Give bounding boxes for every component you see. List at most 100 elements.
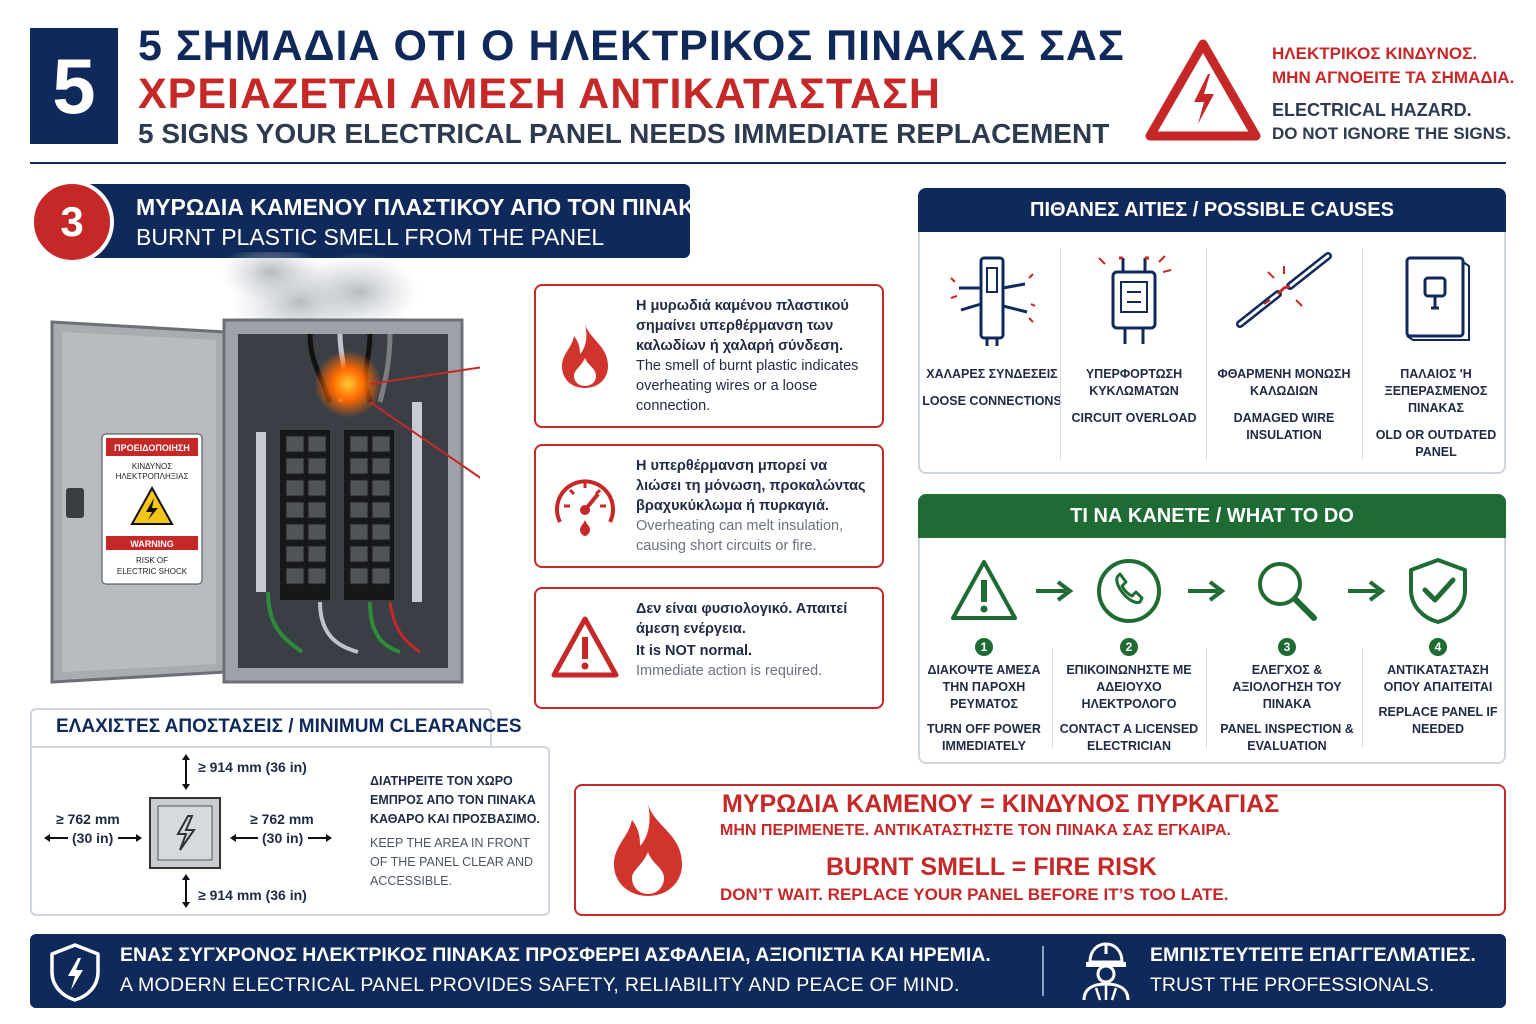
clearances-box bbox=[30, 746, 550, 916]
step4-greek: ΑΝΤΙΚΑΤΑΣΤΑΣΗ ΟΠΟΥ ΑΠΑΙΤΕΙΤΑΙ bbox=[1383, 663, 1493, 694]
hazard-greek-line1: ΗΛΕΚΤΡΙΚΟΣ ΚΙΝΔΥΝΟΣ. bbox=[1272, 44, 1478, 63]
cause3-english: DAMAGED WIRE INSULATION bbox=[1233, 411, 1335, 442]
fire-risk-english-headline: BURNT SMELL = FIRE RISK bbox=[826, 853, 1157, 881]
info2-greek: Η υπερθέρμανση μπορεί να λιώσει τη μόνωσ… bbox=[636, 458, 866, 514]
cause-item-circuit-overload: ΥΠΕΡΦΟΡΤΩΣΗ ΚΥΚΛΩΜΑΤΩΝ CIRCUIT OVERLOAD bbox=[1064, 248, 1204, 427]
cause2-english: CIRCUIT OVERLOAD bbox=[1071, 411, 1197, 425]
cause-item-loose-connections: ΧΑΛΑΡΕΣ ΣΥΝΔΕΣΕΙΣ LOOSE CONNECTIONS bbox=[922, 248, 1062, 410]
info-box-smell: Η μυρωδιά καμένου πλαστικού σημαίνει υπε… bbox=[534, 284, 884, 428]
step1-english: TURN OFF POWER IMMEDIATELY bbox=[927, 722, 1041, 753]
warning-sign-on-door: ΠΡΟΕΙΔΟΠΟΙΗΣΗ ΚΙΝΔΥΝΟΣ ΗΛΕΚΤΡΟΠΛΗΞΙΑΣ WA… bbox=[101, 433, 203, 585]
step-turn-off-power: 1 ΔΙΑΚΟΨΤΕ ΑΜΕΣΑ ΤΗΝ ΠΑΡΟΧΗ ΡΕΥΜΑΤΟΣ TUR… bbox=[914, 556, 1054, 755]
sign-english-line1: RISK OF bbox=[136, 556, 168, 565]
clearance-bottom-label: ≥ 914 mm (36 in) bbox=[198, 887, 307, 903]
clearances-greek-note: ΔΙΑΤΗΡΕΙΤΕ ΤΟΝ ΧΩΡΟ ΕΜΠΡΟΣ ΑΠΟ ΤΟΝ ΠΙΝΑΚ… bbox=[370, 774, 540, 826]
section-number-circle: 3 bbox=[30, 180, 114, 264]
header-divider bbox=[30, 162, 1506, 164]
section-title-english: BURNT PLASTIC SMELL FROM THE PANEL bbox=[136, 224, 605, 250]
clearances-diagram: ≥ 914 mm (36 in) ≥ 914 mm (36 in) ≥ 762 … bbox=[44, 754, 332, 908]
info3-english: Immediate action is required. bbox=[636, 663, 823, 679]
page-title-greek-highlight: ΧΡΕΙΑΖΕΤΑΙ ΑΜΕΣΗ ΑΝΤΙΚΑΤΑΣΤΑΣΗ bbox=[138, 70, 941, 118]
damaged-wire-icon bbox=[1236, 252, 1332, 328]
page-title-greek: 5 ΣΗΜΑΔΙΑ ΟΤΙ Ο ΗΛΕΚΤΡΙΚΟΣ ΠΙΝΑΚΑΣ ΣΑΣ bbox=[138, 22, 1125, 70]
sign-greek-line1: ΚΙΝΔΥΝΟΣ bbox=[132, 462, 172, 471]
footer-english: A MODERN ELECTRICAL PANEL PROVIDES SAFET… bbox=[120, 974, 960, 996]
section-title-bar bbox=[66, 184, 690, 258]
step3-greek: ΕΛΕΓΧΟΣ & ΑΞΙΟΛΟΓΗΣΗ ΤΟΥ ΠΙΝΑΚΑ bbox=[1232, 663, 1342, 711]
cause1-greek: ΧΑΛΑΡΕΣ ΣΥΝΔΕΣΕΙΣ bbox=[926, 367, 1058, 381]
clearance-right-line1: ≥ 762 mm bbox=[250, 811, 314, 827]
electrical-hazard-triangle-icon bbox=[1145, 39, 1261, 141]
section-title-greek: ΜΥΡΩΔΙΑ ΚΑΜΕΝΟΥ ΠΛΑΣΤΙΚΟΥ ΑΠΟ ΤΟΝ ΠΙΝΑΚΑ bbox=[136, 194, 712, 220]
step-divider bbox=[1206, 648, 1207, 748]
info3-greek: Δεν είναι φυσιολογικό. Απαιτεί άμεση ενέ… bbox=[636, 601, 848, 637]
cause-item-outdated-panel: ΠΑΛΑΙΟΣ 'Η ΞΕΠΕΡΑΣΜΕΝΟΣ ΠΙΝΑΚΑΣ OLD OR O… bbox=[1366, 248, 1506, 461]
clearances-english-note: KEEP THE AREA IN FRONT OF THE PANEL CLEA… bbox=[370, 836, 534, 888]
electrical-panel-illustration: ΠΡΟΕΙΔΟΠΟΙΗΣΗ ΚΙΝΔΥΝΟΣ ΗΛΕΚΤΡΟΠΛΗΞΙΑΣ WA… bbox=[50, 252, 480, 684]
shield-bolt-icon bbox=[50, 943, 100, 1002]
hazard-english-line1: ELECTRICAL HAZARD. bbox=[1272, 100, 1472, 120]
outdated-panel-icon bbox=[1405, 256, 1470, 341]
clearance-left-line2: (30 in) bbox=[72, 830, 113, 846]
clearances-title: ΕΛΑΧΙΣΤΕΣ ΑΠΟΣΤΑΣΕΙΣ / MINIMUM CLEARANCE… bbox=[56, 716, 522, 737]
clearance-top-label: ≥ 914 mm (36 in) bbox=[198, 759, 307, 775]
step-panel-inspection: 3 ΕΛΕΓΧΟΣ & ΑΞΙΟΛΟΓΗΣΗ ΤΟΥ ΠΙΝΑΚΑ PANEL … bbox=[1217, 556, 1357, 755]
footer-divider bbox=[1042, 946, 1044, 996]
step-replace-panel: 4 ΑΝΤΙΚΑΤΑΣΤΑΣΗ ΟΠΟΥ ΑΠΑΙΤΕΙΤΑΙ REPLACE … bbox=[1368, 556, 1508, 738]
warning-triangle-icon bbox=[551, 616, 619, 678]
what-to-do-title: ΤΙ ΝΑ ΚΑΝΕΤΕ / WHAT TO DO bbox=[918, 494, 1506, 538]
step-divider bbox=[1362, 648, 1363, 748]
info2-english: Overheating can melt insulation, causing… bbox=[636, 518, 844, 554]
fire-risk-greek-sub: ΜΗΝ ΠΕΡΙΜΕΝΕΤΕ. ΑΝΤΙΚΑΤΑΣΤΗΣΤΕ ΤΟΝ ΠΙΝΑΚ… bbox=[720, 822, 1231, 839]
info1-greek: Η μυρωδιά καμένου πλαστικού σημαίνει υπε… bbox=[636, 298, 849, 354]
cause-divider bbox=[1060, 248, 1061, 460]
step4-english: REPLACE PANEL IF NEEDED bbox=[1378, 705, 1498, 736]
cause4-greek: ΠΑΛΑΙΟΣ 'Η ΞΕΠΕΡΑΣΜΕΝΟΣ ΠΙΝΑΚΑΣ bbox=[1384, 367, 1488, 415]
arrow-right-icon bbox=[1036, 580, 1074, 602]
info-box-overheating: Η υπερθέρμανση μπορεί να λιώσει τη μόνωσ… bbox=[534, 444, 884, 568]
step4-number: 4 bbox=[1429, 638, 1447, 656]
temperature-gauge-icon bbox=[555, 479, 615, 536]
shield-check-icon bbox=[1409, 558, 1467, 624]
step-contact-electrician: 2 ΕΠΙΚΟΙΝΩΝΗΣΤΕ ΜΕ ΑΔΕΙΟΥΧΟ ΗΛΕΚΤΡΟΛΟΓΟ … bbox=[1059, 556, 1199, 755]
info1-english: The smell of burnt plastic indicates ove… bbox=[636, 358, 859, 414]
step2-english: CONTACT A LICENSED ELECTRICIAN bbox=[1059, 722, 1199, 753]
step3-english: PANEL INSPECTION & EVALUATION bbox=[1220, 722, 1354, 753]
cause2-greek: ΥΠΕΡΦΟΡΤΩΣΗ ΚΥΚΛΩΜΑΤΩΝ bbox=[1085, 367, 1183, 398]
cause-item-damaged-wire: ΦΘΑΡΜΕΝΗ ΜΟΝΩΣΗ ΚΑΛΩΔΙΩΝ DAMAGED WIRE IN… bbox=[1214, 248, 1354, 444]
flame-icon bbox=[562, 324, 608, 388]
page-title-english: 5 SIGNS YOUR ELECTRICAL PANEL NEEDS IMME… bbox=[138, 118, 1110, 149]
fire-risk-callout bbox=[574, 784, 1506, 916]
electrician-worker-icon bbox=[1082, 942, 1130, 1001]
sign-warning-text: WARNING bbox=[130, 539, 174, 549]
info3-english-strong: It is NOT normal. bbox=[636, 643, 753, 659]
loose-connections-icon bbox=[950, 256, 1036, 346]
cause3-greek: ΦΘΑΡΜΕΝΗ ΜΟΝΩΣΗ ΚΑΛΩΔΙΩΝ bbox=[1217, 367, 1351, 398]
cause1-english: LOOSE CONNECTIONS bbox=[922, 394, 1062, 408]
step1-greek: ΔΙΑΚΟΨΤΕ ΑΜΕΣΑ ΤΗΝ ΠΑΡΟΧΗ ΡΕΥΜΑΤΟΣ bbox=[927, 663, 1041, 711]
clearances-tab bbox=[30, 708, 492, 748]
step2-greek: ΕΠΙΚΟΙΝΩΝΗΣΤΕ ΜΕ ΑΔΕΙΟΥΧΟ ΗΛΕΚΤΡΟΛΟΓΟ bbox=[1066, 663, 1192, 711]
magnifier-icon bbox=[1258, 562, 1317, 621]
sign-greek-line2: ΗΛΕΚΤΡΟΠΛΗΞΙΑΣ bbox=[116, 472, 189, 481]
fire-risk-english-sub: DON’T WAIT. REPLACE YOUR PANEL BEFORE IT… bbox=[720, 885, 1229, 904]
info-box-not-normal: Δεν είναι φυσιολογικό. Απαιτεί άμεση ενέ… bbox=[534, 587, 884, 709]
arrow-right-icon bbox=[1188, 580, 1226, 602]
cause-divider bbox=[1206, 248, 1207, 460]
warning-triangle-icon bbox=[951, 560, 1017, 620]
clearance-right-line2: (30 in) bbox=[262, 830, 303, 846]
step3-number: 3 bbox=[1278, 638, 1296, 656]
footer-banner bbox=[30, 934, 1506, 1008]
footer-greek: ΕΝΑΣ ΣΥΓΧΡΟΝΟΣ ΗΛΕΚΤΡΙΚΟΣ ΠΙΝΑΚΑΣ ΠΡΟΣΦΕ… bbox=[120, 944, 991, 966]
footer-trust-english: TRUST THE PROFESSIONALS. bbox=[1150, 974, 1435, 996]
hazard-english-line2: DO NOT IGNORE THE SIGNS. bbox=[1272, 124, 1511, 143]
flame-icon bbox=[614, 804, 682, 896]
arrow-right-icon bbox=[1348, 580, 1386, 602]
circuit-overload-icon bbox=[1098, 255, 1172, 344]
sign-header-text: ΠΡΟΕΙΔΟΠΟΙΗΣΗ bbox=[114, 443, 190, 453]
footer-trust-greek: ΕΜΠΙΣΤΕΥΤΕΙΤΕ ΕΠΑΓΓΕΛΜΑΤΙΕΣ. bbox=[1150, 944, 1476, 966]
phone-icon bbox=[1097, 559, 1161, 623]
sign-number-badge: 5 bbox=[30, 28, 118, 144]
step1-number: 1 bbox=[975, 638, 993, 656]
fire-risk-greek-headline: ΜΥΡΩΔΙΑ ΚΑΜΕΝΟΥ = ΚΙΝΔΥΝΟΣ ΠΥΡΚΑΓΙΑΣ bbox=[722, 790, 1280, 818]
